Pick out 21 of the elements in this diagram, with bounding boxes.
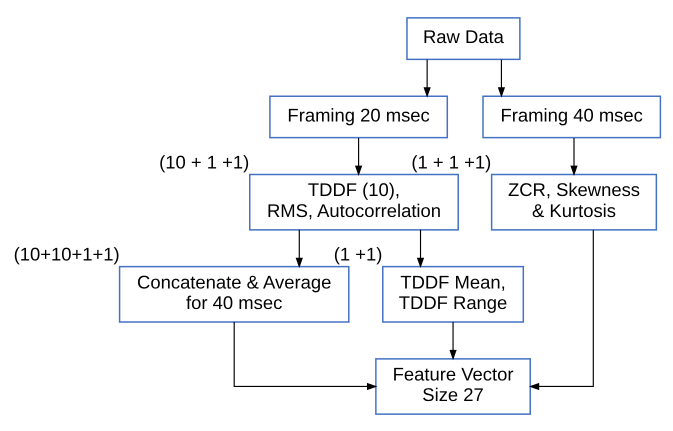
node-box: Concatenate & Average for 40 msec	[118, 265, 350, 322]
arrow	[448, 321, 456, 360]
node-box: TDDF (10), RMS, Autocorrelation	[248, 173, 458, 230]
arrow	[295, 229, 302, 268]
node-box: Framing 40 msec	[482, 94, 661, 138]
arrow	[416, 229, 424, 268]
node-box: ZCR, Skewness & Kurtosis	[490, 173, 657, 230]
arrow	[497, 59, 505, 98]
arrow	[233, 321, 377, 390]
node-label: (10+10+1+1)	[13, 243, 120, 264]
arrow	[423, 59, 430, 98]
node-label: (1 + 1 +1)	[410, 151, 491, 172]
arrow	[528, 230, 594, 390]
arrow	[354, 138, 362, 176]
node-box: Framing 20 msec	[268, 94, 448, 138]
node-box: Feature Vector Size 27	[374, 358, 530, 414]
node-label: (1 +1)	[333, 243, 382, 264]
node-box: Raw Data	[406, 16, 520, 60]
arrow	[570, 138, 578, 176]
node-label: (10 + 1 +1)	[158, 151, 249, 172]
node-box: TDDF Mean, TDDF Range	[382, 265, 524, 322]
